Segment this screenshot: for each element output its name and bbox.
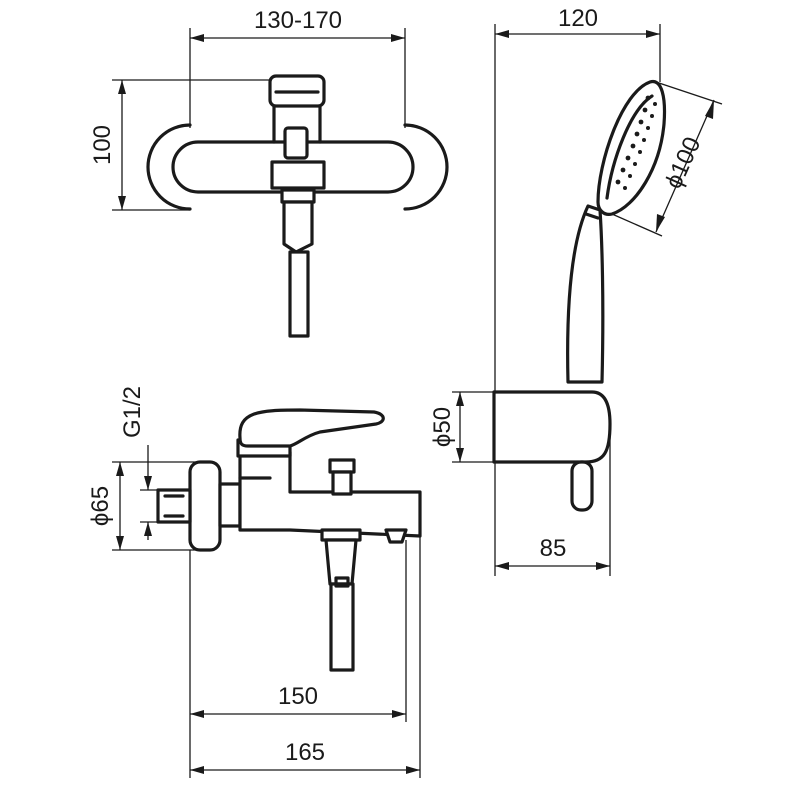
mixer-body-side <box>238 450 422 538</box>
dim-line-phi100 <box>655 99 715 233</box>
ext-line-phi100-top <box>655 81 723 105</box>
arrow <box>705 100 714 119</box>
label-120: 120 <box>558 5 598 32</box>
arrow <box>144 522 152 536</box>
shower-hose <box>570 460 594 512</box>
arrow <box>495 30 509 38</box>
arrow <box>190 710 204 718</box>
label-150: 150 <box>278 683 318 710</box>
arrow <box>392 710 406 718</box>
label-100: 100 <box>89 125 116 165</box>
mixer-side-view <box>156 408 422 672</box>
arrow <box>391 34 405 42</box>
lever-side <box>238 408 385 448</box>
lever-top <box>268 74 326 108</box>
dimension-labels: 130-170 100 120 ϕ100 G1/2 ϕ65 ϕ50 85 150… <box>87 5 706 766</box>
label-phi100: ϕ100 <box>660 133 706 193</box>
shower-handle <box>566 204 605 384</box>
arrow <box>646 30 660 38</box>
hose-connector-top <box>282 200 314 254</box>
shower-head <box>596 79 667 216</box>
mixer-top-view <box>146 74 449 338</box>
eccentric-side <box>218 482 242 528</box>
arrow <box>596 562 610 570</box>
arrow <box>495 562 509 570</box>
outlet-block-top <box>270 160 326 190</box>
left-flange-outline <box>146 123 192 211</box>
hose-nut-top <box>280 188 316 204</box>
spout-aerator-side <box>384 528 408 544</box>
hand-shower-assembly <box>492 79 667 512</box>
label-phi65: ϕ65 <box>87 486 114 526</box>
handle-collar-line <box>584 212 600 220</box>
label-165: 165 <box>285 739 325 766</box>
label-phi50: ϕ50 <box>429 407 456 447</box>
shower-face-line <box>605 94 654 200</box>
arrow <box>456 392 464 406</box>
arrow <box>656 214 665 232</box>
hose-top <box>288 250 310 338</box>
wall-flange-side <box>188 460 222 552</box>
arrow <box>144 476 152 490</box>
dimension-lines <box>112 24 723 778</box>
wall-holder <box>492 390 612 464</box>
arrow <box>190 34 204 42</box>
arrow <box>406 766 420 774</box>
hose-collar-side <box>334 576 350 588</box>
arrow <box>118 80 126 94</box>
diverter-stem-side <box>331 470 353 496</box>
diverter-knob-side <box>328 458 356 474</box>
arrow <box>116 536 124 550</box>
label-85: 85 <box>540 535 567 562</box>
hose-side <box>329 582 355 672</box>
arrow <box>456 448 464 462</box>
arrow <box>190 766 204 774</box>
label-g12: G1/2 <box>119 386 146 438</box>
right-flange-outline <box>403 123 449 211</box>
diverter-top <box>283 126 309 160</box>
arrow <box>116 462 124 476</box>
label-130-170: 130-170 <box>254 7 342 34</box>
spray-nozzles <box>615 95 657 190</box>
ext-line-phi100-bottom <box>611 213 663 237</box>
arrow <box>118 196 126 210</box>
